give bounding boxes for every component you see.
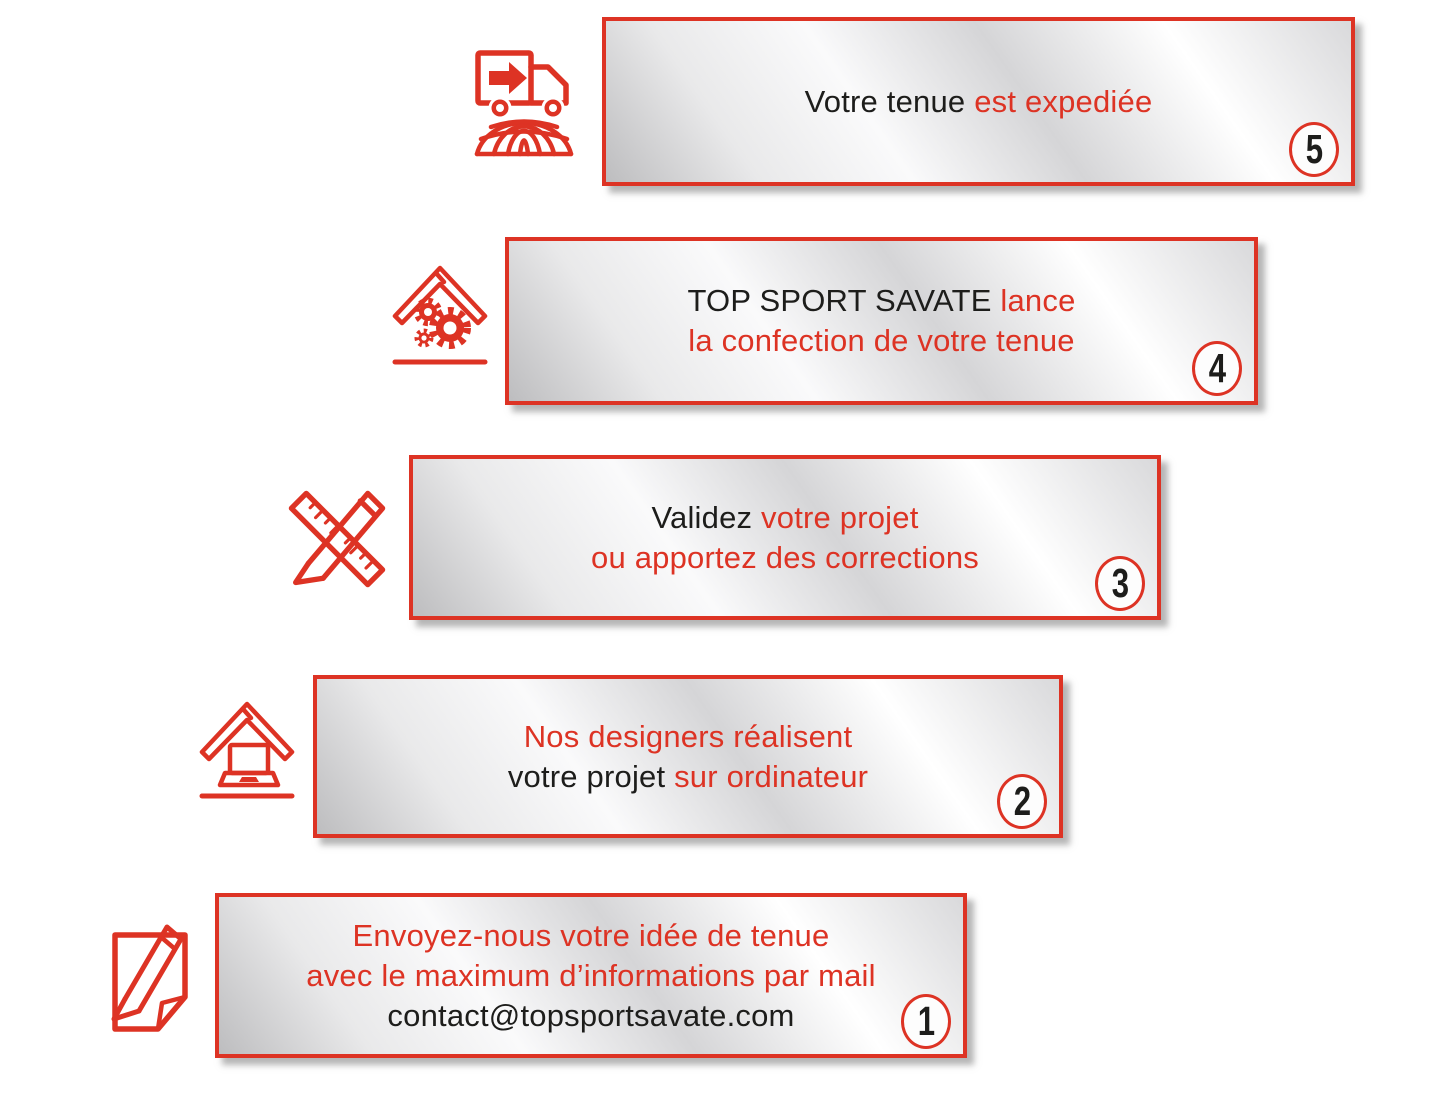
step-number: 4 [1208,345,1226,391]
step-number: 2 [1013,778,1031,824]
step-1-text: Envoyez-nous votre idée de tenue avec le… [219,897,963,1054]
text-segment: votre projet [761,499,919,535]
delivery-truck-globe-icon [468,40,580,158]
step-2-line-1: Nos designers réalisent [524,717,853,757]
text-segment: TOP SPORT SAVATE [687,283,1001,318]
step-number: 5 [1305,126,1323,172]
step-banner-1: Envoyez-nous votre idée de tenue avec le… [215,893,967,1058]
step-banner-2: Nos designers réalisent votre projet sur… [313,675,1063,838]
step-4-line-1: TOP SPORT SAVATE lance [687,281,1075,321]
text-segment: la confection de votre tenue [688,323,1075,358]
step-3-text: Validez votre projet ou apportez des cor… [413,459,1157,616]
text-segment: ou apportez des corrections [591,539,979,575]
text-segment: avec le maximum d’informations par mail [306,957,876,993]
step-1-line-3 contact-email: contact@topsportsavate.com [387,996,794,1036]
text-segment: Votre tenue [804,83,975,119]
text-segment: votre projet [507,758,675,794]
step-banner-4: TOP SPORT SAVATE lance la confection de … [505,237,1258,405]
step-2-line-2: votre projet sur ordinateur [508,757,868,797]
step-4-text: TOP SPORT SAVATE lance la confection de … [509,241,1254,401]
step-number-badge-5: 5 [1289,122,1339,177]
step-number-badge-4: 4 [1192,341,1242,396]
step-number-badge-1: 1 [901,994,951,1049]
step-3-line-1: Validez votre projet [651,498,918,538]
step-1-line-1: Envoyez-nous votre idée de tenue [353,916,830,956]
house-gears-icon [388,264,492,370]
step-number: 3 [1111,560,1129,606]
step-number-badge-2: 2 [997,774,1047,829]
step-2-text: Nos designers réalisent votre projet sur… [317,679,1059,834]
step-1-line-2: avec le maximum d’informations par mail [306,956,875,996]
text-segment: Envoyez-nous votre idée de tenue [352,917,830,953]
text-segment: Nos designers réalisent [523,718,853,754]
step-number-badge-3: 3 [1095,556,1145,611]
step-5-text: Votre tenue est expediée [606,21,1351,182]
pencil-ruler-icon [283,486,391,592]
step-number: 1 [917,998,935,1044]
step-banner-5: Votre tenue est expediée 5 [602,17,1355,186]
step-4-line-2: la confection de votre tenue [688,321,1074,361]
text-segment: Validez [651,499,762,535]
house-laptop-icon [197,699,297,813]
step-3-line-2: ou apportez des corrections [591,538,979,578]
contact-email-text: contact@topsportsavate.com [387,997,795,1033]
text-segment: est expediée [974,83,1153,119]
text-segment: lance [1000,283,1076,318]
step-banner-3: Validez votre projet ou apportez des cor… [409,455,1161,620]
text-segment: sur ordinateur [674,758,869,794]
note-pencil-icon [98,919,202,1045]
step-5-line-1: Votre tenue est expediée [805,82,1153,122]
